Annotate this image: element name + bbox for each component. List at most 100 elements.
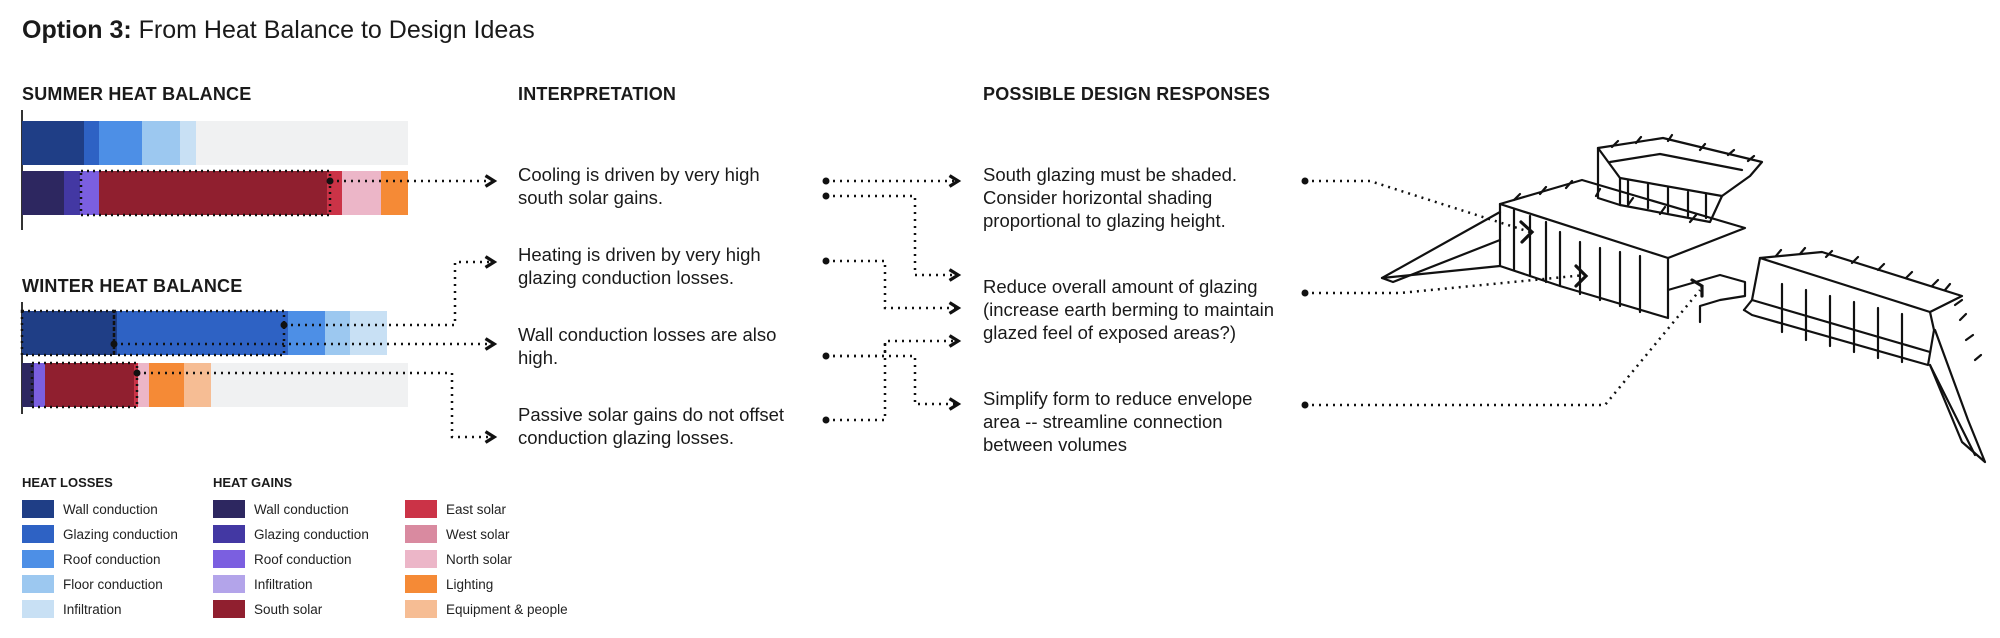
connector-solar-to-passive: [137, 371, 492, 437]
interpretation-line: south solar gains.: [518, 187, 664, 208]
highlight-winter-solar-gains: [30, 361, 139, 409]
response-line: area -- streamline connection: [983, 411, 1223, 432]
winter-losses-bar: [22, 311, 387, 355]
winter-loss-roof-conduction: [288, 311, 325, 355]
winter-gain-roof-conduction: [33, 363, 46, 407]
legend-swatch: [405, 525, 437, 543]
legend-swatch: [213, 500, 245, 518]
legend-label: Glazing conduction: [254, 526, 369, 542]
connector-simplify-to-sketch: [1305, 289, 1701, 407]
interpretation-line: Heating is driven by very high: [518, 244, 761, 265]
response-item-shading: South glazing must be shaded. Consider h…: [983, 163, 1237, 232]
winter-gain-wall-conduction: [22, 363, 34, 407]
winter-gain-remainder: [211, 363, 408, 407]
highlight-summer-south-solar: [79, 169, 332, 217]
legend-swatch: [213, 600, 245, 618]
winter-loss-wall-conduction: [22, 311, 117, 355]
winter-gain-equipment-people: [184, 363, 212, 407]
winter-axis-line: [21, 302, 23, 414]
summer-gain-south-solar: [99, 171, 327, 215]
connector-shading-to-sketch: [1305, 179, 1531, 234]
summer-losses-bar: [22, 121, 408, 165]
response-item-simplify-form: Simplify form to reduce envelope area --…: [983, 387, 1252, 456]
interpretation-line: high.: [518, 347, 559, 368]
legend-losses-title: HEAT LOSSES: [22, 475, 113, 490]
connector-wall-to-reduce-glazing: [826, 341, 956, 358]
legend-item: Wall conduction: [213, 499, 349, 519]
legend-item: West solar: [405, 524, 510, 544]
legend-swatch: [405, 600, 437, 618]
legend-item: Lighting: [405, 574, 493, 594]
interpretation-line: Cooling is driven by very high: [518, 164, 760, 185]
summer-gain-lighting: [380, 171, 408, 215]
interpretation-line: conduction glazing losses.: [518, 427, 734, 448]
legend-label: West solar: [446, 526, 510, 542]
summer-gain-wall-conduction: [22, 171, 65, 215]
legend-swatch: [213, 575, 245, 593]
legend-label: Wall conduction: [254, 501, 349, 517]
legend-item: South solar: [213, 599, 322, 619]
legend-item: Roof conduction: [22, 549, 161, 569]
legend-label: Roof conduction: [63, 551, 161, 567]
response-line: proportional to glazing height.: [983, 210, 1226, 231]
legend-swatch: [405, 550, 437, 568]
winter-heading: WINTER HEAT BALANCE: [22, 276, 243, 296]
connector-glazing-to-heating: [284, 262, 492, 327]
interpretation-item-wall: Wall conduction losses are also high.: [518, 323, 776, 369]
winter-gain-south-solar: [45, 363, 134, 407]
responses-heading: POSSIBLE DESIGN RESPONSES: [983, 84, 1271, 104]
winter-gain-north-solar: [137, 363, 150, 407]
legend-item: Equipment & people: [405, 599, 568, 619]
legend-swatch: [22, 525, 54, 543]
summer-gain-north-solar: [342, 171, 381, 215]
legend-label: East solar: [446, 501, 507, 517]
interpretation-heading: INTERPRETATION: [518, 84, 677, 104]
legend-label: Lighting: [446, 576, 494, 592]
interpretation-line: Wall conduction losses are also: [518, 324, 777, 345]
legend-swatch: [405, 575, 437, 593]
legend-label: Equipment & people: [446, 601, 568, 617]
legend-swatch: [405, 500, 437, 518]
winter-loss-infiltration: [350, 311, 387, 355]
legend-label: Floor conduction: [63, 576, 163, 592]
legend-item: Floor conduction: [22, 574, 163, 594]
response-line: Simplify form to reduce envelope: [983, 388, 1253, 409]
summer-heading: SUMMER HEAT BALANCE: [22, 84, 252, 104]
legend-swatch: [213, 550, 245, 568]
legend-swatch: [22, 575, 54, 593]
summer-loss-remainder: [195, 121, 408, 165]
highlight-winter-wall-loss: [20, 309, 116, 357]
response-line: Consider horizontal shading: [983, 187, 1213, 208]
legend-gains-title: HEAT GAINS: [213, 475, 293, 490]
response-line: glazed feel of exposed areas?): [983, 322, 1237, 343]
interpretation-item-cooling: Cooling is driven by very high south sol…: [518, 163, 760, 209]
legend-swatch: [22, 500, 54, 518]
legend-item: Infiltration: [213, 574, 313, 594]
legend-item: Wall conduction: [22, 499, 158, 519]
summer-loss-glazing-conduction: [83, 121, 100, 165]
legend-label: Infiltration: [63, 601, 122, 617]
response-line: between volumes: [983, 434, 1127, 455]
legend-label: Wall conduction: [63, 501, 158, 517]
summer-gain-glazing-conduction: [64, 171, 80, 215]
legend-label: Infiltration: [254, 576, 313, 592]
interpretation-item-heating: Heating is driven by very high glazing c…: [518, 243, 761, 289]
connector-heating-to-reduce-glazing: [826, 259, 956, 308]
legend-label: South solar: [254, 601, 323, 617]
summer-loss-infiltration: [180, 121, 196, 165]
connector-cooling-to-reduce-glazing: [826, 194, 956, 275]
winter-loss-glazing-conduction: [116, 311, 289, 355]
page-title: Option 3: From Heat Balance to Design Id…: [22, 16, 535, 45]
legend-item: East solar: [405, 499, 506, 519]
winter-loss-floor-conduction: [324, 311, 351, 355]
legend-label: North solar: [446, 551, 513, 567]
legend-swatch: [22, 600, 54, 618]
title-text: From Heat Balance to Design Ideas: [131, 16, 535, 44]
summer-loss-wall-conduction: [22, 121, 84, 165]
legend-item: Infiltration: [22, 599, 122, 619]
connector-wall-to-simplify: [826, 354, 956, 404]
response-line: (increase earth berming to maintain: [983, 299, 1275, 320]
summer-loss-floor-conduction: [141, 121, 181, 165]
response-item-reduce-glazing: Reduce overall amount of glazing (increa…: [983, 275, 1274, 344]
